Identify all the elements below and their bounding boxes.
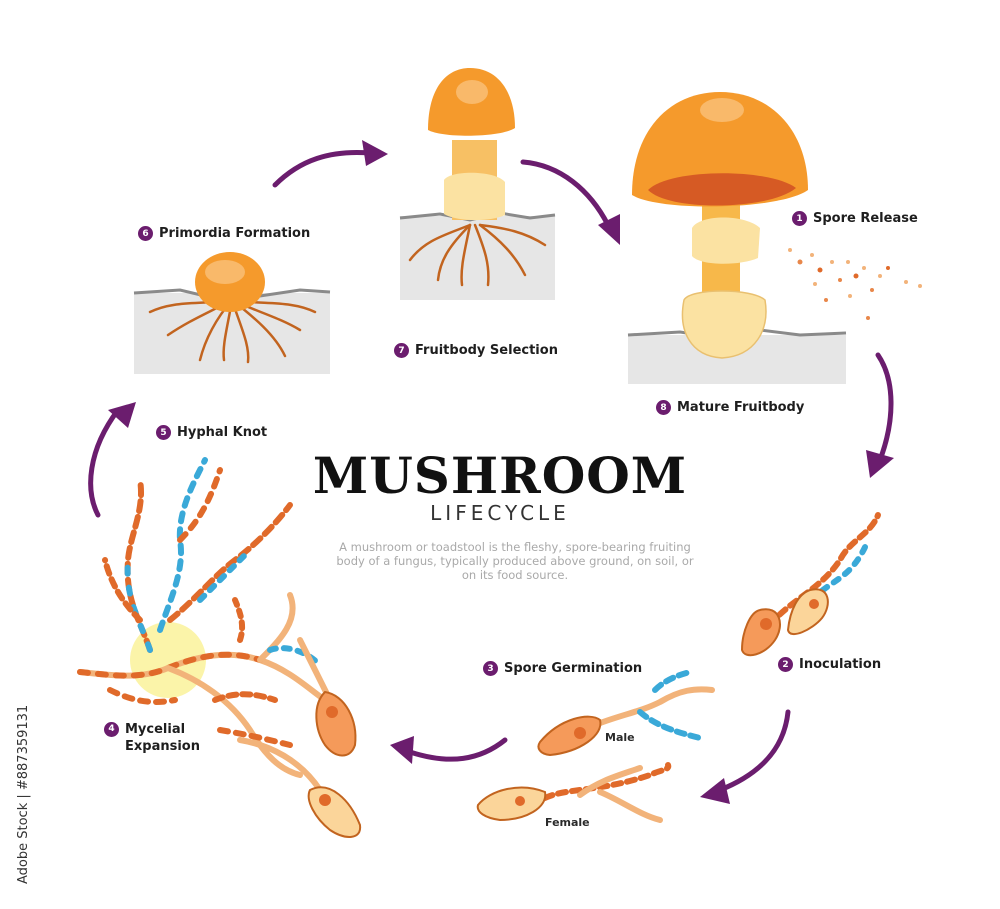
stage-number-badge: 7: [394, 343, 409, 358]
stage-name: Primordia Formation: [159, 226, 311, 241]
stage-number-badge: 3: [483, 661, 498, 676]
male-spore-label: Male: [605, 731, 635, 744]
stage-name: Hyphal Knot: [177, 425, 268, 440]
diagram-title: MUSHROOM: [312, 446, 688, 505]
stage-name: Inoculation: [799, 657, 882, 672]
released-spores: [788, 248, 922, 320]
stage-number-badge: 1: [792, 211, 807, 226]
stage-name: Spore Germination: [504, 661, 643, 676]
inoculation-illustration: [740, 512, 881, 657]
mycelium-illustration: [77, 457, 362, 838]
stage-label-mycelial-expansion: 4 Mycelial Expansion: [104, 721, 214, 755]
stage-name: Mycelial Expansion: [125, 722, 200, 754]
stage-name: Spore Release: [813, 211, 918, 226]
stage-label-hyphal-knot: 5 Hyphal Knot: [156, 425, 267, 440]
stage-name: Fruitbody Selection: [415, 343, 558, 358]
primordia-illustration: [133, 252, 331, 374]
stage-label-fruitbody-selection: 7 Fruitbody Selection: [394, 343, 558, 358]
stage-number-badge: 2: [778, 657, 793, 672]
stage-number-badge: 6: [138, 226, 153, 241]
fruitbody-selection-illustration: [399, 68, 556, 300]
stage-number-badge: 8: [656, 400, 671, 415]
stage-label-mature-fruitbody: 8 Mature Fruitbody: [656, 400, 804, 415]
stage-name: Mature Fruitbody: [677, 400, 805, 415]
cycle-arrows: [88, 150, 894, 793]
diagram-description: A mushroom or toadstool is the fleshy, s…: [336, 540, 694, 582]
stage-label-primordia-formation: 6 Primordia Formation: [138, 226, 310, 241]
stage-number-badge: 5: [156, 425, 171, 440]
mature-fruitbody-illustration: [627, 92, 847, 384]
stage-number-badge: 4: [104, 722, 119, 737]
stage-label-inoculation: 2 Inoculation: [778, 657, 881, 672]
female-spore-label: Female: [545, 816, 590, 829]
arrow-heads: [108, 140, 894, 804]
diagram-subtitle: LIFECYCLE: [430, 501, 570, 525]
stage-label-spore-germination: 3 Spore Germination: [483, 661, 642, 676]
stock-watermark: Adobe Stock | #887359131: [16, 704, 31, 884]
germination-illustration: [476, 669, 715, 823]
stage-label-spore-release: 1 Spore Release: [792, 211, 918, 226]
